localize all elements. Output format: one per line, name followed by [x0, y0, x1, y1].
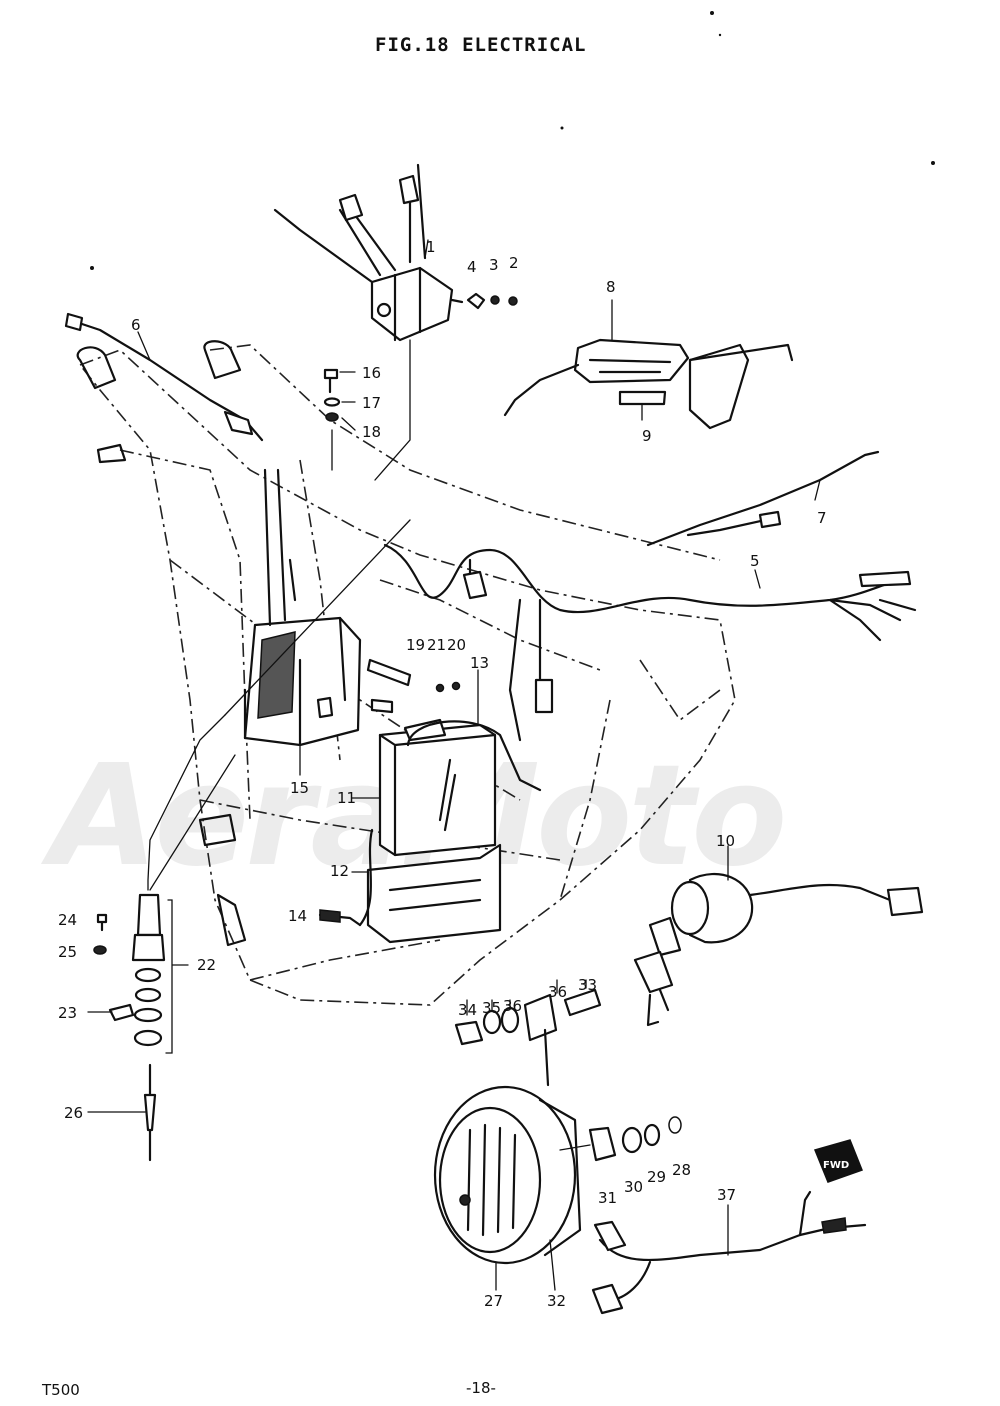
callout-10: 10	[716, 832, 735, 850]
wire-lead-7	[646, 450, 880, 547]
callout-16: 16	[362, 364, 381, 382]
hardware-16-17-18	[323, 368, 341, 471]
callout-8: 8	[606, 278, 616, 296]
callout-13: 13	[470, 654, 489, 672]
callout-34: 34	[458, 1001, 477, 1019]
callout-7: 7	[817, 509, 827, 527]
callout-23: 23	[58, 1004, 77, 1022]
callout-17: 17	[362, 394, 381, 412]
main-harness-5	[383, 543, 917, 742]
model-code: T500	[42, 1381, 80, 1399]
horn-27	[433, 1085, 582, 1291]
breather-tube-14	[318, 828, 374, 927]
tail-light-assembly-8-9	[503, 299, 794, 430]
fwd-arrow: FWD	[813, 1139, 863, 1183]
callout-37: 37	[717, 1186, 736, 1204]
callout-36b: 36	[548, 983, 567, 1001]
frame-outline	[76, 340, 736, 1006]
ignition-coil-15	[243, 468, 394, 776]
scan-specks	[90, 11, 935, 270]
callout-9: 9	[642, 427, 652, 445]
callout-5: 5	[750, 552, 760, 570]
wire-lead-6	[64, 312, 264, 442]
leader-lines	[137, 239, 821, 891]
callout-31: 31	[598, 1189, 617, 1207]
callout-28: 28	[672, 1161, 691, 1179]
callout-22: 22	[197, 956, 216, 974]
callout-11: 11	[337, 789, 356, 807]
callout-21: 21	[427, 636, 446, 654]
callout-33: 33	[578, 976, 597, 994]
callout-25: 25	[58, 943, 77, 961]
callout-20: 20	[447, 636, 466, 654]
callout-35: 35	[482, 999, 501, 1017]
callout-1: 1	[426, 238, 436, 256]
battery-tray-12	[351, 843, 502, 944]
ignition-switch-10	[633, 845, 924, 1027]
callout-15: 15	[290, 779, 309, 797]
callout-6: 6	[131, 316, 141, 334]
fwd-label: FWD	[823, 1160, 849, 1171]
callout-24: 24	[58, 911, 77, 929]
callout-4: 4	[467, 258, 477, 276]
callout-labels: 1 2 3 4 5 6 7 8 9 10 11 12 13 14 15 16 1…	[58, 238, 827, 1310]
page-number: -18-	[466, 1379, 496, 1397]
callout-3: 3	[489, 256, 499, 274]
horn-hardware-28-31	[559, 1116, 682, 1162]
callout-26: 26	[64, 1104, 83, 1122]
callout-30: 30	[624, 1178, 643, 1196]
horn-lead-37	[591, 1190, 867, 1315]
callout-2: 2	[509, 254, 519, 272]
callout-12: 12	[330, 862, 349, 880]
callout-27: 27	[484, 1292, 503, 1310]
callout-18: 18	[362, 423, 381, 441]
battery-11	[351, 718, 542, 857]
callout-36a: 36	[503, 997, 522, 1015]
hardware-19-20-21	[366, 658, 461, 693]
horn-mount-hardware	[454, 979, 602, 1087]
hardware-2-3-4	[466, 292, 518, 310]
figure-title: FIG.18 ELECTRICAL	[375, 34, 587, 56]
switch-assembly-22	[87, 714, 226, 1162]
regulator-assembly	[273, 163, 464, 481]
callout-32: 32	[547, 1292, 566, 1310]
callout-19: 19	[406, 636, 425, 654]
callout-14: 14	[288, 907, 307, 925]
callout-29: 29	[647, 1168, 666, 1186]
